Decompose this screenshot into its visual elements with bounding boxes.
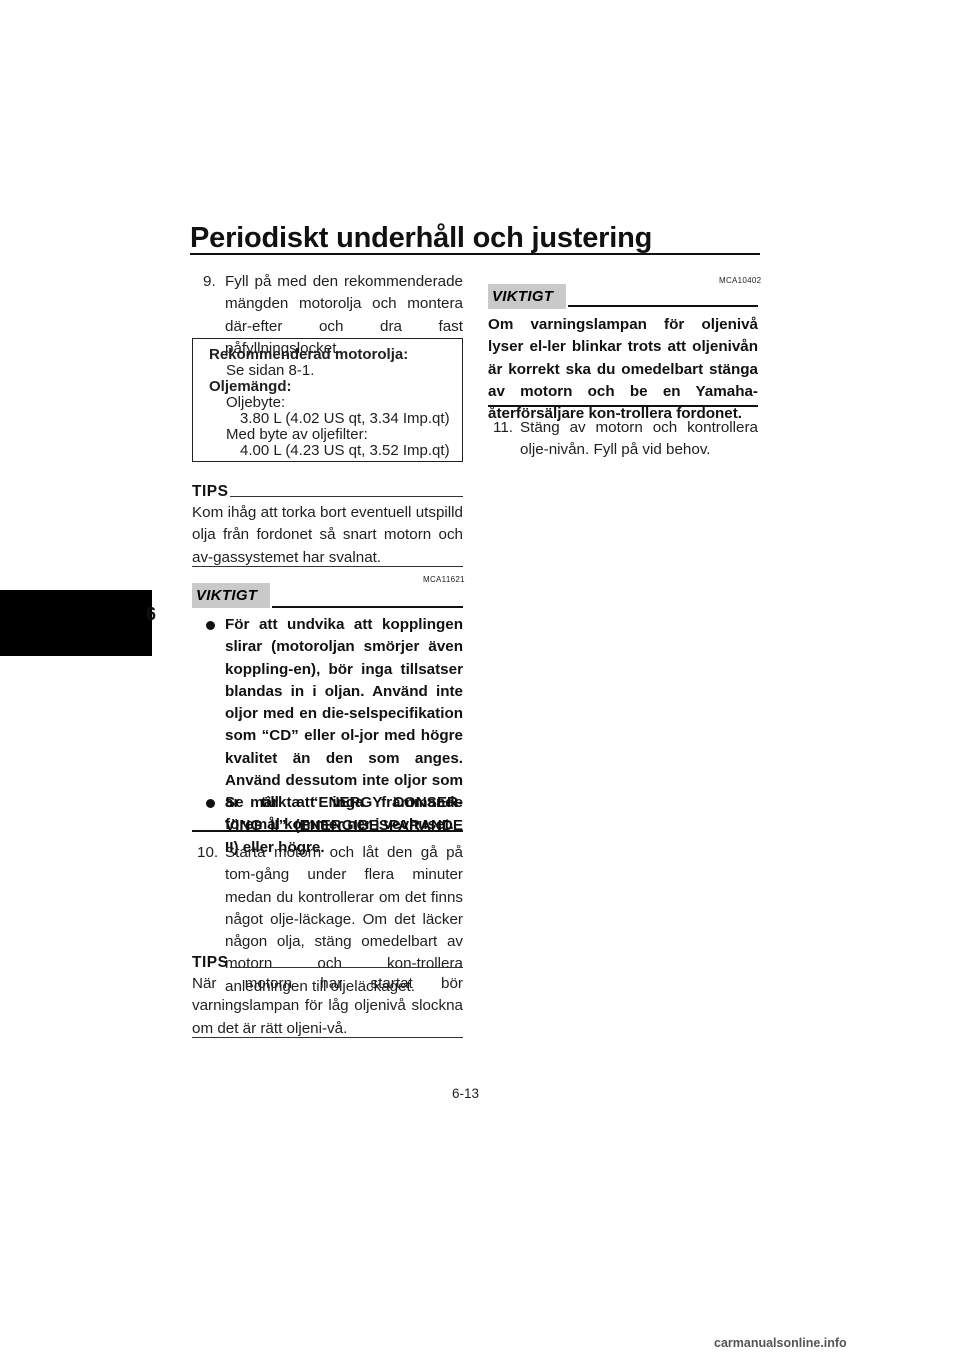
page-title: Periodiskt underhåll och justering	[190, 222, 653, 254]
filter-change-label: Med byte av oljefilter:	[226, 426, 368, 443]
step-10: 10. Starta motorn och låt den gå på tom-…	[197, 842, 463, 998]
tips-end-rule	[192, 566, 463, 567]
reference-code: MCA10402	[719, 276, 762, 285]
viktigt-rule	[272, 606, 463, 608]
step-10-number: 10.	[197, 844, 219, 861]
title-rule	[190, 253, 760, 255]
tips-text: När motorn har startat bör varningslampa…	[192, 975, 463, 1037]
viktigt-end-rule	[192, 830, 463, 832]
tips-rule	[230, 967, 463, 968]
tips-heading: TIPS	[192, 954, 229, 971]
page-number: 6-13	[452, 1086, 480, 1101]
bullet-icon	[206, 799, 215, 808]
tips-rule	[230, 496, 463, 497]
step-11: 11. Stäng av motorn och kontrollera olje…	[493, 417, 758, 462]
step-10-text: Starta motorn och låt den gå på tom-gång…	[225, 844, 463, 995]
tips-end-rule	[192, 1037, 463, 1038]
rec-oil-value: Se sidan 8-1.	[226, 362, 315, 379]
viktigt-end-rule	[488, 405, 758, 407]
oil-change-value: 3.80 L (4.02 US qt, 3.34 Imp.qt)	[240, 410, 450, 427]
spec-box: Rekommenderad motorolja: Se sidan 8-1. O…	[192, 338, 463, 462]
tips-text: Kom ihåg att torka bort eventuell utspil…	[192, 504, 463, 566]
step-9-text: Fyll på med den rekommenderade mängden m…	[225, 273, 463, 357]
rec-oil-label: Rekommenderad motorolja:	[209, 346, 409, 363]
viktigt-bullet-2: Se till att inga främmande föremål komme…	[225, 794, 463, 834]
viktigt-bullet-1: För att undvika att kopplingen slirar (m…	[225, 616, 463, 856]
step-11-number: 11.	[493, 419, 513, 436]
chapter-tab	[0, 590, 152, 656]
watermark: carmanualsonline.info	[714, 1336, 847, 1350]
viktigt-badge: VIKTIGT	[488, 284, 566, 309]
oil-change-label: Oljebyte:	[226, 394, 286, 411]
filter-change-value: 4.00 L (4.23 US qt, 3.52 Imp.qt)	[240, 442, 450, 459]
viktigt-badge: VIKTIGT	[192, 583, 270, 608]
step-9: 9. Fyll på med den rekommenderade mängde…	[203, 271, 463, 360]
viktigt-text: Om varningslampan för oljenivå lyser el-…	[488, 316, 758, 423]
bullet-icon	[206, 621, 215, 630]
viktigt-rule	[568, 305, 758, 307]
step-9-number: 9.	[203, 273, 216, 290]
chapter-number: 6	[146, 604, 157, 624]
step-11-text: Stäng av motorn och kontrollera olje-niv…	[520, 419, 758, 459]
tips-heading: TIPS	[192, 483, 229, 500]
quantity-label: Oljemängd:	[209, 378, 292, 395]
reference-code: MCA11621	[423, 575, 465, 584]
